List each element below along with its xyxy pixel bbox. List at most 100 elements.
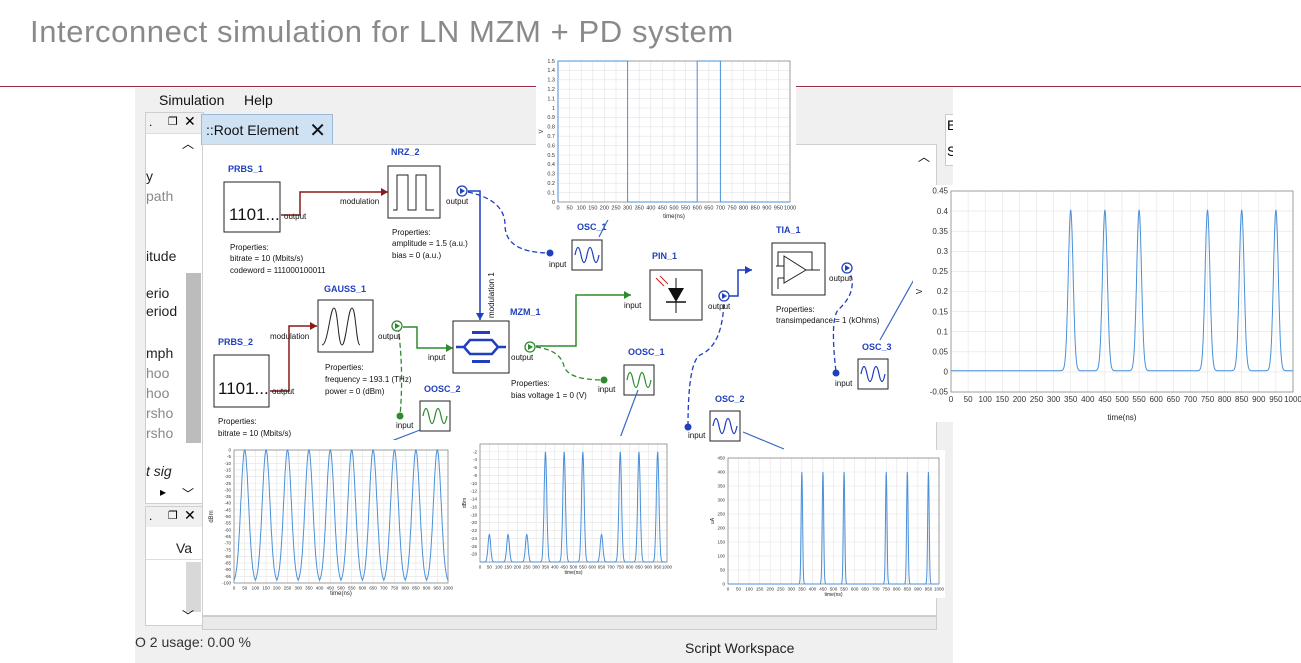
y-axis-label: dBm [209, 510, 215, 522]
dock-close-icon[interactable]: ✕ [184, 113, 196, 129]
input-port-dot[interactable] [600, 376, 608, 384]
y-tick-label: 0.4 [937, 207, 949, 216]
prbs1-props-title: Properties: [230, 243, 269, 252]
block-name-osc3: OSC_3 [862, 342, 892, 352]
y-tick-label: 1.4 [547, 68, 555, 74]
x-tick-label: 400 [316, 586, 324, 591]
y-tick-label: -40 [224, 501, 231, 506]
property-fragment: hoo [146, 365, 170, 381]
mzm-electrode-icon [472, 360, 490, 363]
y-tick-label: 400 [717, 470, 725, 475]
x-tick-label: 850 [904, 587, 912, 592]
wire-pin1-tia1 [729, 269, 752, 297]
x-tick-label: 750 [727, 206, 736, 212]
x-tick-label: 600 [1150, 395, 1164, 404]
pin1-port-output: output [708, 302, 731, 311]
x-tick-label: 150 [996, 395, 1010, 404]
y-tick-label: -18 [470, 512, 477, 517]
x-tick-label: 350 [635, 206, 644, 212]
dock-restore-icon[interactable]: ❐ [168, 116, 178, 128]
input-port-dot[interactable] [396, 412, 404, 420]
y-tick-label: -30 [224, 487, 231, 492]
prbs2-block[interactable] [213, 354, 270, 408]
dock-float-icon[interactable]: . [149, 115, 153, 129]
canvas-scroll-up-icon[interactable]: ︿ [918, 150, 931, 164]
x-tick-label: 400 [809, 587, 817, 592]
osc2-block[interactable] [709, 410, 741, 442]
dock-close-icon[interactable]: ✕ [184, 507, 196, 523]
scrollbar-track[interactable] [186, 562, 201, 612]
x-tick-label: 900 [423, 586, 431, 591]
script-workspace-title: Script Workspace [685, 640, 795, 656]
y-tick-label: 200 [717, 526, 725, 531]
tab-root-element[interactable]: ::Root Element ✕ [201, 114, 333, 145]
input-port-dot[interactable] [546, 249, 554, 257]
y-axis-label: dBm [462, 498, 468, 508]
x-tick-label: 900 [645, 565, 653, 570]
x-tick-label: 750 [391, 586, 399, 591]
y-tick-label: 0.3 [547, 172, 555, 178]
x-tick-label: 200 [600, 206, 609, 212]
x-tick-label: 400 [551, 565, 559, 570]
scroll-right-icon[interactable]: ▸ [160, 485, 167, 499]
x-tick-label: 650 [704, 206, 713, 212]
block-name-oosc1: OOSC_1 [628, 347, 665, 357]
x-tick-label: 100 [495, 565, 503, 570]
x-tick-label: 950 [434, 586, 442, 591]
x-tick-label: 950 [654, 565, 662, 570]
property-fragment: itude [146, 248, 177, 264]
wire-nrz2-osc1 [467, 191, 549, 254]
tab-label: ::Root Element [206, 122, 299, 138]
input-port-dot[interactable] [684, 423, 692, 431]
y-tick-label: -75 [224, 547, 231, 552]
x-tick-label: 650 [1167, 395, 1181, 404]
x-tick-label: 650 [369, 586, 377, 591]
scroll-down-icon[interactable]: ﹀ [182, 487, 195, 501]
series-line [728, 471, 939, 585]
x-tick-label: 850 [1235, 395, 1249, 404]
scroll-down-icon[interactable]: ﹀ [182, 609, 195, 623]
x-tick-label: 250 [523, 565, 531, 570]
close-icon[interactable]: ✕ [309, 120, 326, 142]
x-tick-label: 250 [611, 206, 620, 212]
scope-sine-icon [860, 365, 886, 383]
y-tick-label: -22 [470, 528, 477, 533]
y-tick-label: -26 [470, 544, 477, 549]
tia1-block[interactable] [771, 242, 826, 296]
scroll-up-icon[interactable]: ︿ [182, 137, 195, 151]
menu-simulation[interactable]: Simulation [159, 92, 225, 108]
dock-float-icon[interactable]: . [149, 509, 153, 523]
mzm-interferometer-icon [456, 338, 506, 356]
input-port-dot[interactable] [832, 369, 840, 377]
x-tick-label: 100 [577, 206, 586, 212]
block-name-pin1: PIN_1 [652, 251, 677, 261]
y-tick-label: -90 [224, 567, 231, 572]
x-tick-label: 400 [1081, 395, 1095, 404]
x-tick-label: 300 [1047, 395, 1061, 404]
series-line [233, 449, 449, 582]
x-tick-label: 950 [774, 206, 783, 212]
x-tick-label: 350 [798, 587, 806, 592]
y-tick-label: 0.3 [937, 247, 949, 256]
prbs2-glyph: 1101... [218, 379, 269, 398]
gauss1-block[interactable] [317, 299, 374, 353]
status-bar-text: O 2 usage: 0.00 % [135, 634, 251, 650]
port-arrow-icon [395, 323, 400, 329]
x-tick-label: 250 [1030, 395, 1044, 404]
wire-arrow [446, 344, 453, 352]
x-axis-label: time(ns) [564, 570, 582, 576]
property-fragment: mph [146, 345, 174, 361]
x-tick-label: 50 [487, 565, 493, 570]
block-name-osc2: OSC_2 [715, 394, 745, 404]
nrz2-prop: bias = 0 (a.u.) [392, 251, 441, 260]
dock-restore-icon[interactable]: ❐ [168, 510, 178, 522]
menu-help[interactable]: Help [244, 92, 273, 108]
y-tick-label: -20 [224, 474, 231, 479]
prbs2-prop: bitrate = 10 (Mbits/s) [218, 429, 291, 438]
pin1-port-input: input [624, 301, 642, 310]
prbs1-block[interactable] [223, 181, 281, 233]
canvas-hscrollbar[interactable] [202, 616, 937, 630]
x-tick-label: 100 [979, 395, 993, 404]
scrollbar-thumb[interactable] [186, 273, 201, 443]
